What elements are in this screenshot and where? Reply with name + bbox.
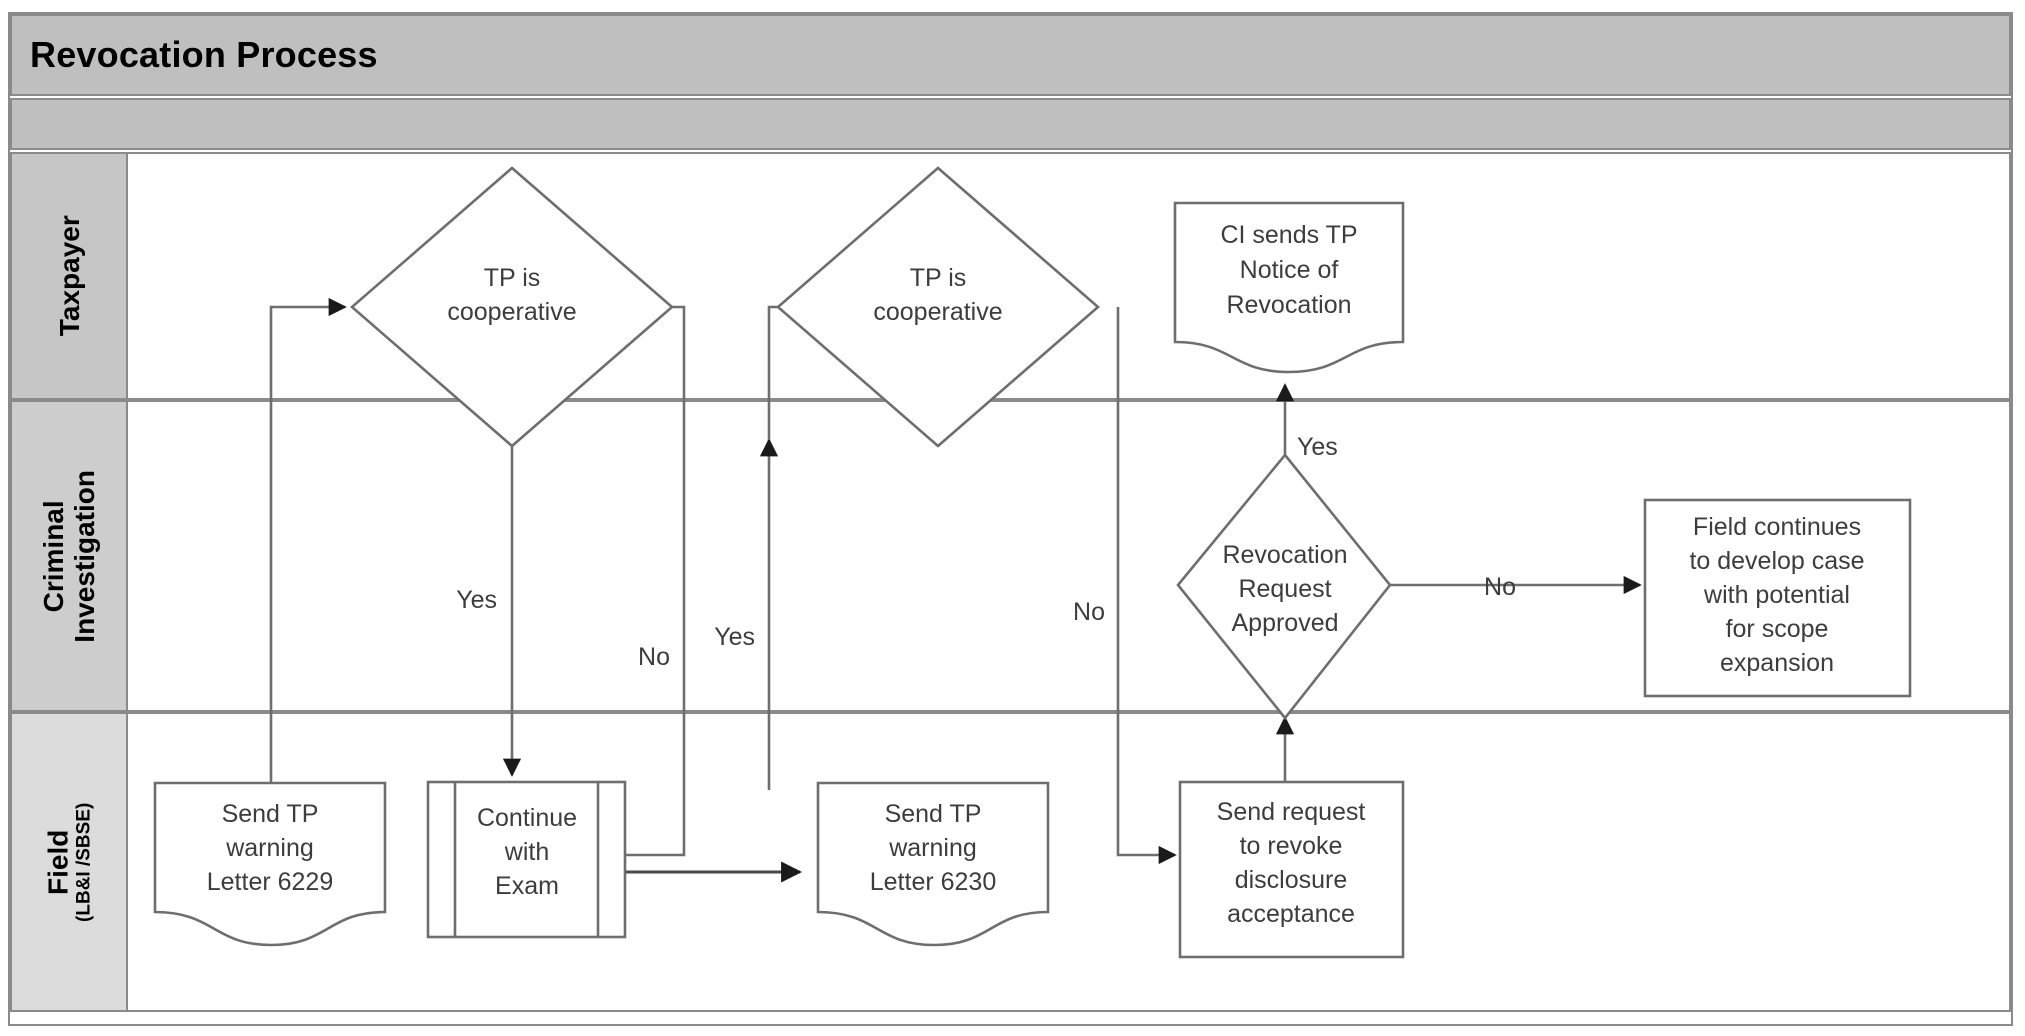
swimlane-label-field: Field (LB&I /SBSE) [43, 802, 96, 921]
title-band: Revocation Process [10, 14, 2011, 96]
swimlane-header-criminal-investigation: Criminal Investigation [12, 402, 128, 710]
swimlane-taxpayer: Taxpayer [10, 152, 2011, 400]
page-title: Revocation Process [30, 34, 378, 75]
swimlane-label-line2: Investigation [69, 469, 101, 643]
swimlane-label-line1: Criminal [37, 499, 69, 613]
swimlane-field: Field (LB&I /SBSE) [10, 712, 2011, 1012]
swimlane-label-field-sub: (LB&I /SBSE) [74, 802, 96, 922]
swimlane-header-field: Field (LB&I /SBSE) [12, 714, 128, 1010]
swimlane-label-field-main: Field [42, 829, 74, 895]
swimlane-criminal-investigation: Criminal Investigation [10, 400, 2011, 712]
swimlane-header-taxpayer: Taxpayer [12, 154, 128, 398]
phase-band [10, 98, 2011, 150]
swimlane-label-criminal-investigation: Criminal Investigation [38, 470, 101, 643]
swimlane-label-taxpayer: Taxpayer [53, 215, 85, 337]
